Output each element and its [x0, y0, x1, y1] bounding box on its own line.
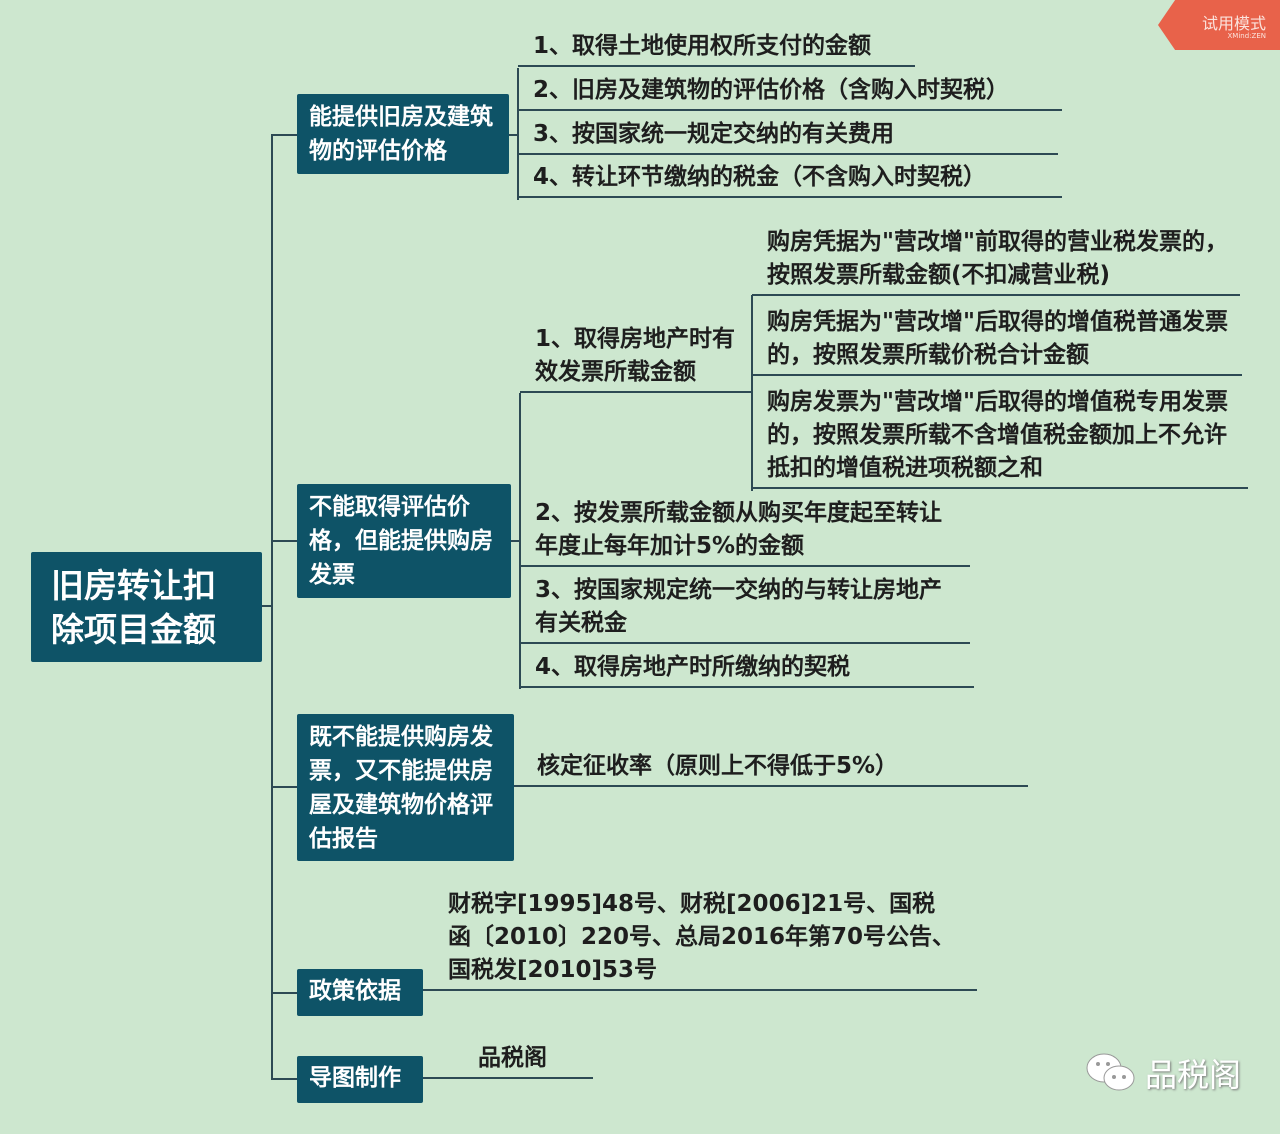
leaf-item[interactable]: 4、转让环节缴纳的税金（不含购入时契税） — [518, 161, 1062, 198]
connector — [271, 540, 297, 542]
badge-label: 试用模式 — [1201, 14, 1266, 33]
connector — [271, 1078, 297, 1080]
connector — [511, 540, 521, 542]
connector — [751, 295, 753, 491]
connector — [271, 134, 297, 136]
root-topic[interactable]: 旧房转让扣除项目金额 — [31, 552, 262, 662]
leaf-item[interactable]: 品税阁 — [423, 1042, 593, 1079]
root-line: 旧房转让扣 — [51, 566, 216, 605]
leaf-item[interactable]: 3、按国家统一规定交纳的有关费用 — [518, 118, 1058, 155]
leaf-item[interactable]: 2、按发票所载金额从购买年度起至转让年度止每年加计5%的金额 — [520, 497, 970, 567]
branch-appraisal-price[interactable]: 能提供旧房及建筑物的评估价格 — [297, 94, 509, 174]
root-line: 除项目金额 — [51, 610, 216, 649]
leaf-sub-item[interactable]: 购房凭据为"营改增"后取得的增值税普通发票的，按照发票所载价税合计金额 — [752, 306, 1242, 376]
watermark-text: 品税阁 — [1145, 1056, 1242, 1094]
leaf-item[interactable]: 1、取得土地使用权所支付的金额 — [518, 30, 915, 67]
branch-policy-basis[interactable]: 政策依据 — [297, 969, 423, 1016]
leaf-item[interactable]: 3、按国家规定统一交纳的与转让房地产有关税金 — [520, 574, 970, 644]
connector — [519, 393, 521, 689]
connector — [271, 786, 297, 788]
leaf-invoice-amount[interactable]: 1、取得房地产时有效发票所载金额 — [520, 323, 752, 393]
connector — [271, 992, 297, 994]
watermark: 品税阁 — [1085, 1050, 1241, 1096]
branch-no-invoice-no-appraisal[interactable]: 既不能提供购房发票，又不能提供房屋及建筑物价格评估报告 — [297, 714, 514, 861]
branch-purchase-invoice[interactable]: 不能取得评估价格，但能提供购房发票 — [297, 484, 511, 598]
connector — [509, 134, 519, 136]
leaf-item[interactable]: 4、取得房地产时所缴纳的契税 — [520, 651, 974, 688]
connector — [517, 68, 519, 200]
wechat-icon — [1086, 1053, 1135, 1091]
branch-map-author[interactable]: 导图制作 — [297, 1056, 423, 1103]
leaf-item[interactable]: 核定征收率（原则上不得低于5%） — [514, 750, 1028, 787]
badge-sub: XMind:ZEN — [1227, 32, 1266, 40]
leaf-item[interactable]: 2、旧房及建筑物的评估价格（含购入时契税） — [518, 74, 1062, 111]
leaf-sub-item[interactable]: 购房凭据为"营改增"前取得的营业税发票的，按照发票所载金额(不扣减营业税) — [752, 226, 1240, 296]
leaf-item[interactable]: 财税字[1995]48号、财税[2006]21号、国税函〔2010〕220号、总… — [423, 888, 977, 991]
spine — [271, 134, 273, 1080]
connector — [262, 605, 272, 607]
leaf-sub-item[interactable]: 购房发票为"营改增"后取得的增值税专用发票的，按照发票所载不含增值税金额加上不允… — [752, 386, 1248, 489]
